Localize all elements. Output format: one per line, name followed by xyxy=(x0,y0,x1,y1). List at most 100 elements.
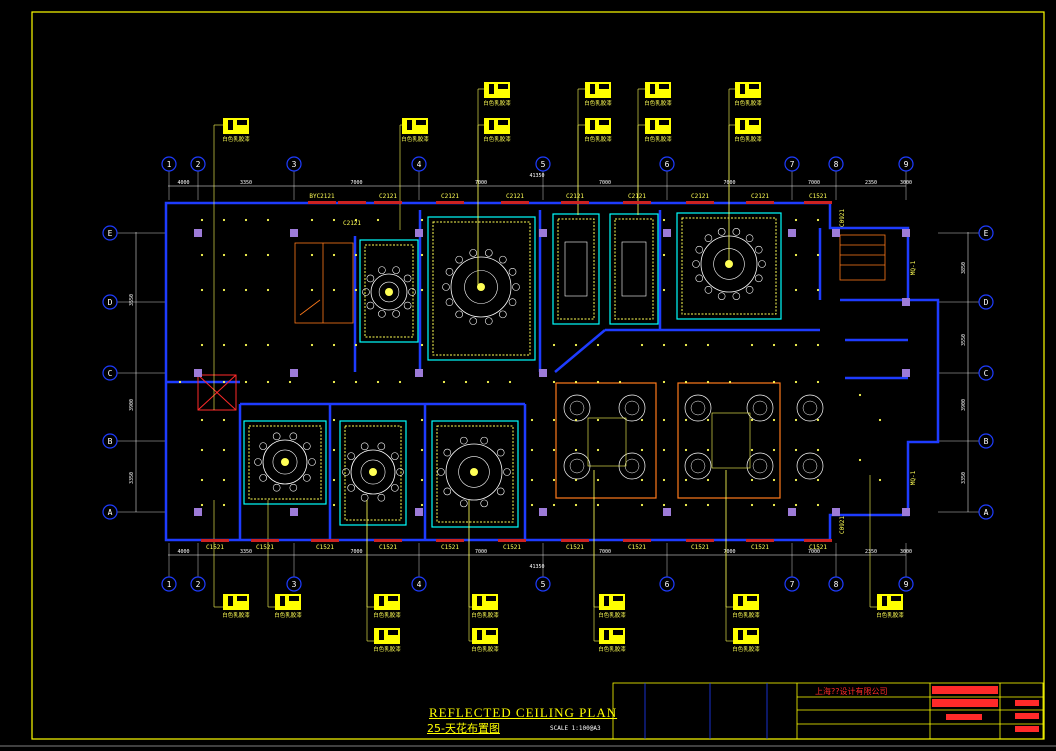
chair xyxy=(445,298,454,306)
tag-caption: 白色乳胶漆 xyxy=(483,99,511,107)
downlight xyxy=(772,478,776,482)
axis-bubble xyxy=(286,576,302,592)
lobby-table xyxy=(618,394,646,422)
chair xyxy=(259,474,267,482)
chandelier xyxy=(477,283,485,291)
dimension-value: 3350 xyxy=(129,472,135,484)
downlight xyxy=(706,448,710,452)
lobby-table-top xyxy=(569,400,585,416)
downlight xyxy=(420,478,424,482)
tag-caption: 白色乳胶漆 xyxy=(483,135,511,143)
downlight xyxy=(332,418,336,422)
opening-mark xyxy=(746,201,774,204)
chair xyxy=(455,255,463,264)
downlight xyxy=(684,418,688,422)
table-top xyxy=(360,459,386,485)
tag-label-box xyxy=(613,596,623,601)
axis-label: A xyxy=(984,508,989,517)
downlight xyxy=(794,503,798,507)
downlight xyxy=(266,343,270,347)
downlight xyxy=(354,218,358,222)
opening-label: C1521 xyxy=(441,544,459,551)
round-table xyxy=(445,443,503,501)
downlight xyxy=(684,448,688,452)
lobby-table xyxy=(684,452,712,480)
structural-columns xyxy=(194,229,910,516)
tag-label-box xyxy=(659,120,669,125)
downlight xyxy=(332,343,336,347)
downlight xyxy=(684,343,688,347)
downlight xyxy=(706,503,710,507)
opening-mark xyxy=(311,539,339,542)
lobby-table-top xyxy=(752,458,768,474)
downlight xyxy=(662,380,666,384)
downlight xyxy=(222,503,226,507)
downlight xyxy=(266,288,270,292)
axis-label: 9 xyxy=(904,160,909,169)
tag-caption: 白色乳胶漆 xyxy=(644,135,672,143)
axis-bubble xyxy=(102,433,118,449)
tag-notch xyxy=(379,630,384,640)
downlight xyxy=(816,343,820,347)
downlight xyxy=(640,418,644,422)
downlight xyxy=(574,503,578,507)
downlight xyxy=(200,503,204,507)
tag-notch xyxy=(604,630,609,640)
ceiling-rooms xyxy=(243,212,824,528)
downlight xyxy=(728,380,732,384)
downlight xyxy=(530,448,534,452)
downlight xyxy=(552,343,556,347)
downlight xyxy=(530,478,534,482)
downlight xyxy=(420,503,424,507)
downlight xyxy=(222,218,226,222)
downlight xyxy=(772,380,776,384)
tag-caption: 白色乳胶漆 xyxy=(584,99,612,107)
round-table xyxy=(350,449,396,495)
axis-bubble xyxy=(102,365,118,381)
axis-bubble xyxy=(102,294,118,310)
chair xyxy=(347,452,355,460)
ceiling-tag: 白色乳胶漆 xyxy=(471,628,499,653)
tag-caption: 白色乳胶漆 xyxy=(373,611,401,619)
downlight xyxy=(552,380,556,384)
chair xyxy=(403,274,412,283)
chair xyxy=(408,288,416,296)
tag-label-box xyxy=(749,120,759,125)
chair xyxy=(717,228,726,236)
downlight xyxy=(662,418,666,422)
downlight xyxy=(684,380,688,384)
downlight xyxy=(662,288,666,292)
ceiling-tag: 白色乳胶漆 xyxy=(222,118,250,143)
column-marker xyxy=(539,229,547,237)
axis-bubble xyxy=(161,576,177,592)
tag-caption: 白色乳胶漆 xyxy=(732,645,760,653)
downlight xyxy=(200,478,204,482)
downlight xyxy=(222,253,226,257)
drawing-title-en: REFLECTED CEILING PLAN xyxy=(429,705,618,720)
downlight xyxy=(706,418,710,422)
chair xyxy=(704,234,713,242)
opening-mark xyxy=(561,539,589,542)
tag-notch xyxy=(738,630,743,640)
tag-notch xyxy=(477,596,482,606)
door-label: C0921 xyxy=(839,516,846,534)
downlight xyxy=(878,418,882,422)
opening-mark xyxy=(623,201,651,204)
downlight xyxy=(420,343,424,347)
ceiling-tag: 白色乳胶漆 xyxy=(274,594,302,619)
downlight xyxy=(244,288,248,292)
downlight xyxy=(310,343,314,347)
tag-notch xyxy=(740,120,745,130)
tag-caption: 白色乳胶漆 xyxy=(222,611,250,619)
downlight xyxy=(354,253,358,257)
opening-mark xyxy=(561,201,589,204)
lobby-table xyxy=(746,394,774,422)
downlight xyxy=(750,478,754,482)
chair xyxy=(391,484,399,492)
downlight xyxy=(376,218,380,222)
column-marker xyxy=(290,508,298,516)
downlight xyxy=(750,448,754,452)
chair xyxy=(754,245,763,254)
downlight xyxy=(332,218,336,222)
tag-caption: 白色乳胶漆 xyxy=(734,99,762,107)
